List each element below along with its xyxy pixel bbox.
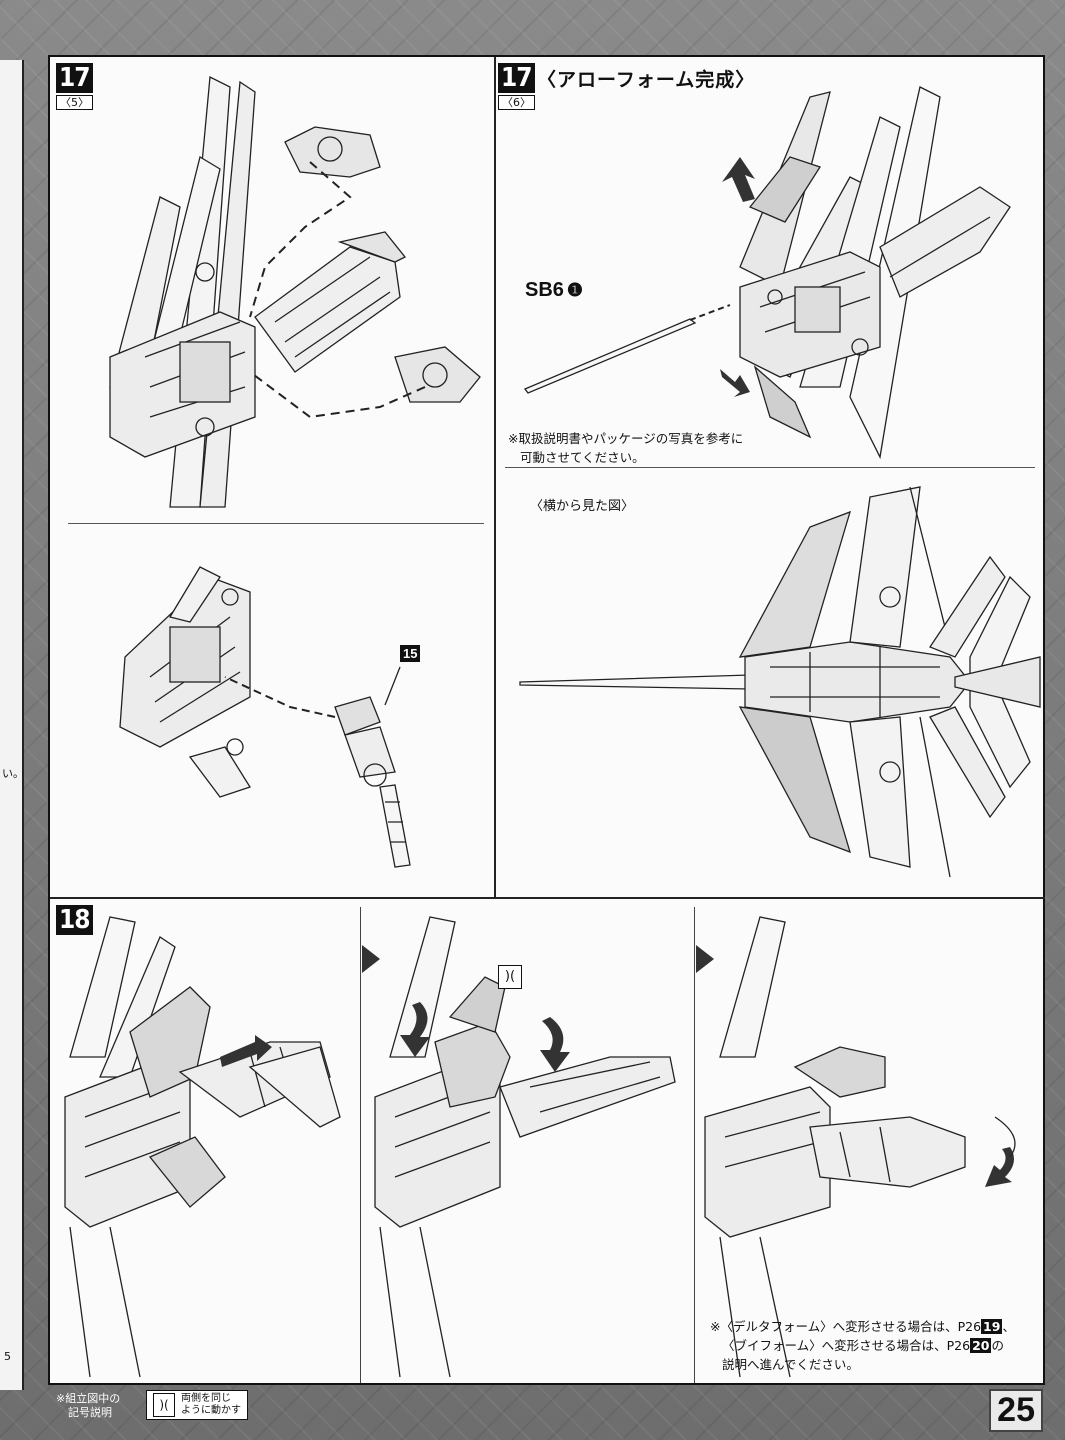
step-18-number: 18 [56, 905, 93, 935]
transform-note-line3: 説明へ進んでください。 [722, 1357, 859, 1372]
legend-text-line1: 両側を同じ [181, 1393, 231, 1404]
symbol-legend-caption-line2: 記号説明 [68, 1406, 112, 1419]
side-view-label: 〈横から見た図〉 [530, 499, 635, 514]
v-step-ref: 20 [970, 1338, 992, 1353]
transform-note-delta: ※〈デルタフォーム〉へ変形させる場合は、P26 [710, 1319, 982, 1334]
divider-right-panel [505, 467, 1035, 468]
transform-note-v: 〈ブイフォーム〉へ変形させる場合は、P26 [722, 1338, 971, 1353]
page-number: 25 [989, 1389, 1043, 1432]
previous-page-text: い。 [2, 767, 24, 780]
step-17-5-substep: 〈5〉 [56, 95, 93, 110]
sb6-part-quantity: ❶ [566, 280, 584, 300]
previous-page-edge: い。 5 [0, 60, 24, 1390]
arrow-form-complete-title: 〈アローフォーム完成〉 [537, 69, 756, 91]
step-18-next-arrow-1 [362, 945, 380, 973]
symmetric-move-icon: )( [153, 1393, 175, 1417]
symbol-legend-box: )( 両側を同じ ように動かす [146, 1390, 248, 1420]
step-17-6-substep: 〈6〉 [498, 95, 535, 110]
legend-text-line2: ように動かす [181, 1405, 241, 1416]
symbol-legend-caption-line1: ※組立図中の [56, 1392, 121, 1405]
symbol-legend-text: 両側を同じ ように動かす [181, 1393, 241, 1417]
part-15-label: 15 [400, 645, 421, 662]
symbol-legend-caption: ※組立図中の 記号説明 [56, 1392, 120, 1420]
step-18-next-arrow-2 [696, 945, 714, 973]
step-17-6-number: 17 [498, 63, 535, 93]
previous-page-number: 5 [4, 1350, 11, 1363]
symmetric-move-symbol: )( [498, 965, 522, 989]
pose-reference-note-line2: 可動させてください。 [520, 450, 645, 465]
step-17-5-lower-illustration [119, 566, 411, 868]
transform-note-line1-end: 、 [1002, 1319, 1015, 1334]
divider-step18-b [694, 907, 695, 1383]
step-17-6-illustration [519, 86, 1041, 878]
step-17-5-number: 17 [56, 63, 93, 93]
divider-horizontal-mid [50, 897, 1045, 899]
pose-reference-note-line1: ※取扱説明書やパッケージの写真を参考に [508, 431, 744, 446]
divider-left-panel [68, 523, 484, 524]
pose-reference-note: ※取扱説明書やパッケージの写真を参考に 可動させてください。 [508, 429, 743, 467]
divider-step18-a [360, 907, 361, 1383]
transform-note-line2-end: の [991, 1338, 1004, 1353]
sb6-part-code: SB6 [525, 279, 564, 301]
delta-step-ref: 19 [981, 1319, 1003, 1334]
step-18-illustrations [64, 916, 1016, 1378]
instruction-sheet: 17 〈5〉 [48, 55, 1045, 1385]
divider-vertical-top [494, 57, 496, 899]
step-17-5-illustration [109, 75, 481, 508]
